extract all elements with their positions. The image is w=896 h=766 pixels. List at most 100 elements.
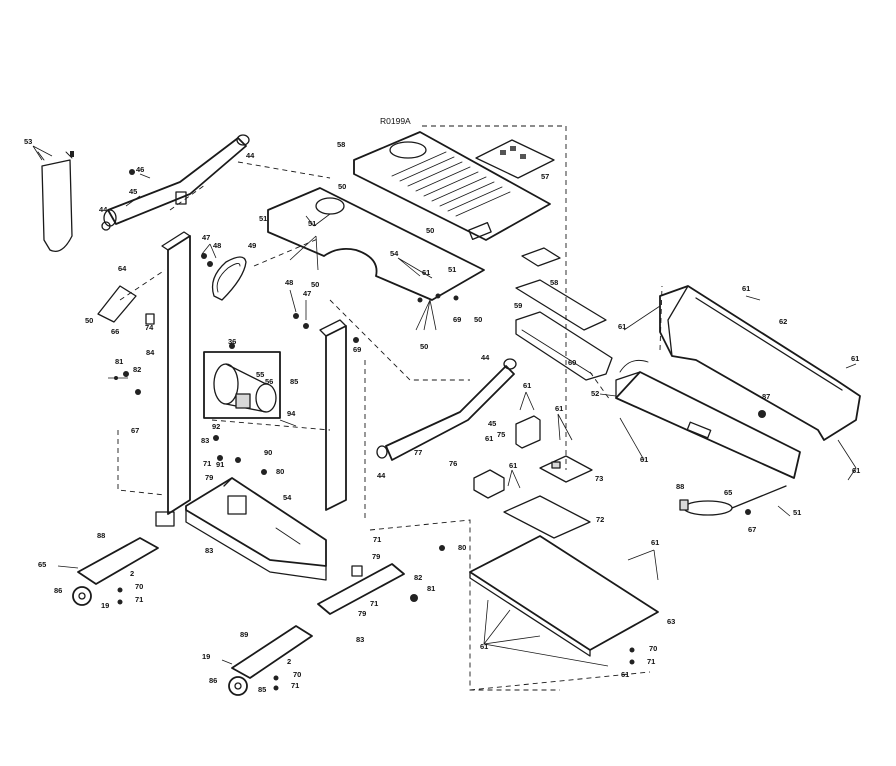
callout-86: 86: [209, 676, 217, 685]
callout-47: 47: [303, 289, 311, 298]
callout-61: 61: [742, 284, 750, 293]
callout-61: 61: [485, 434, 493, 443]
callout-52: 52: [591, 389, 599, 398]
callout-67: 67: [748, 525, 756, 534]
callout-67: 67: [131, 426, 139, 435]
callout-79: 79: [358, 609, 366, 618]
callout-70: 70: [135, 582, 143, 591]
callout-70: 70: [293, 670, 301, 679]
callout-61: 61: [651, 538, 659, 547]
callout-51: 51: [793, 508, 801, 517]
side-rails-part: [515, 247, 613, 381]
callout-75: 75: [497, 430, 505, 439]
electronics-parts: [473, 415, 593, 539]
callout-56: 56: [265, 377, 273, 386]
callout-46: 46: [136, 165, 144, 174]
callout-82: 82: [133, 365, 141, 374]
callout-87: 87: [762, 392, 770, 401]
display-panel-part: [475, 139, 555, 179]
callout-83: 83: [201, 436, 209, 445]
small-fasteners: [57, 169, 766, 691]
motor-inset: [203, 351, 281, 419]
callout-54: 54: [283, 493, 292, 502]
callout-81: 81: [115, 357, 123, 366]
side-cover-part: [37, 151, 74, 253]
callout-71: 71: [370, 599, 378, 608]
callout-44: 44: [377, 471, 386, 480]
callout-61: 61: [618, 322, 626, 331]
callout-19: 19: [202, 652, 210, 661]
callout-61: 61: [555, 404, 563, 413]
callout-45: 45: [488, 419, 496, 428]
callout-61: 61: [851, 354, 859, 363]
callout-65: 65: [38, 560, 46, 569]
deck-part: [469, 535, 659, 657]
callout-55: 55: [256, 370, 264, 379]
callout-49: 49: [248, 241, 256, 250]
callout-84: 84: [146, 348, 155, 357]
callout-61: 61: [480, 642, 488, 651]
base-frame-part: [185, 477, 327, 581]
callout-44: 44: [246, 151, 255, 160]
callout-58: 58: [550, 278, 558, 287]
callout-83: 83: [205, 546, 213, 555]
power-cord-part: [679, 485, 787, 516]
callout-92: 92: [212, 422, 220, 431]
callout-61: 61: [852, 466, 860, 475]
callout-80: 80: [458, 543, 466, 552]
lower-handlebar-part: [376, 358, 517, 461]
callout-45: 45: [129, 187, 137, 196]
hood-vents: [391, 151, 511, 217]
callout-51: 51: [259, 214, 267, 223]
callout-61: 61: [509, 461, 517, 470]
callout-54: 54: [390, 249, 399, 258]
callout-73: 73: [595, 474, 603, 483]
callout-58: 58: [337, 140, 345, 149]
right-foot-rail-part: [228, 563, 405, 696]
callout-47: 47: [202, 233, 210, 242]
drive-belt-part: [211, 256, 247, 301]
upright-post-part: [161, 231, 191, 515]
callout-85: 85: [290, 377, 298, 386]
callout-62: 62: [779, 317, 787, 326]
under-pan-part: [615, 359, 801, 479]
callout-82: 82: [414, 573, 422, 582]
callout-69: 69: [453, 315, 461, 324]
callout-50: 50: [338, 182, 346, 191]
center-upright-part: [319, 319, 347, 511]
callout-51: 51: [308, 219, 316, 228]
callout-81: 81: [427, 584, 435, 593]
callout-86: 86: [54, 586, 62, 595]
callout-89: 89: [240, 630, 248, 639]
callout-70: 70: [649, 644, 657, 653]
motor-hood-part: [353, 131, 551, 241]
callout-90: 90: [264, 448, 272, 457]
callout-48: 48: [213, 241, 221, 250]
assembly-guide-lines: [117, 125, 663, 691]
callout-79: 79: [205, 473, 213, 482]
callout-71: 71: [373, 535, 381, 544]
callout-80: 80: [276, 467, 284, 476]
callout-71: 71: [203, 459, 211, 468]
motor-cover-part: [659, 285, 861, 441]
callout-88: 88: [676, 482, 684, 491]
callout-71: 71: [291, 681, 299, 690]
callout-61: 61: [640, 455, 648, 464]
callout-88: 88: [97, 531, 105, 540]
motor-plate-part: [267, 187, 485, 301]
callout-66: 66: [111, 327, 119, 336]
callout-83: 83: [356, 635, 364, 644]
callout-85: 85: [258, 685, 266, 694]
callout-76: 76: [449, 459, 457, 468]
callout-65: 65: [724, 488, 732, 497]
callout-71: 71: [135, 595, 143, 604]
callout-61: 61: [422, 268, 430, 277]
handlebar-part: [101, 134, 250, 231]
callout-50: 50: [474, 315, 482, 324]
callout-50: 50: [420, 342, 428, 351]
callout-64: 64: [118, 264, 127, 273]
callout-72: 72: [596, 515, 604, 524]
callout-94: 94: [287, 409, 296, 418]
